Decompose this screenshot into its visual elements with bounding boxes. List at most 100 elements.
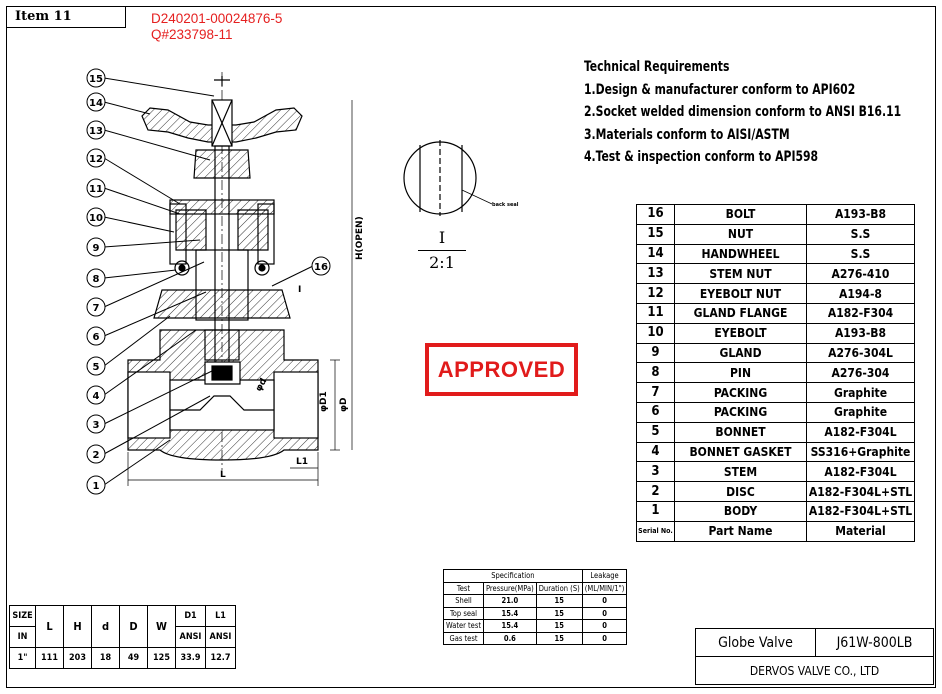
svg-text:7: 7 xyxy=(93,303,100,314)
part-name: EYEBOLT NUT xyxy=(674,283,807,304)
part-material: A182-F304 xyxy=(806,302,915,324)
size-value: 1" xyxy=(9,647,36,669)
part-serial-no: 7 xyxy=(636,382,675,403)
callout-7: 7 xyxy=(86,261,205,317)
col-H: H xyxy=(63,605,92,648)
technical-requirements: Technical Requirements 1.Design & manufa… xyxy=(584,56,901,169)
spec-leakage: 0 xyxy=(581,631,628,645)
part-material: A182-F304L+STL xyxy=(806,500,915,522)
part-material: A193-B8 xyxy=(806,322,915,344)
part-name: PACKING xyxy=(674,401,807,423)
spec-pressure: 0.6 xyxy=(483,631,537,645)
part-serial-no: 4 xyxy=(636,441,675,463)
svg-text:8: 8 xyxy=(93,274,100,285)
valve-type: Globe Valve xyxy=(695,628,816,657)
spec-leakage: 0 xyxy=(581,594,628,608)
part-material: A193-B8 xyxy=(806,204,915,225)
part-material: A194-8 xyxy=(806,283,915,304)
callout-6: 6 xyxy=(86,291,207,346)
spec-duration: 15 xyxy=(535,606,583,620)
spec-duration: 15 xyxy=(535,631,583,645)
spec-test: Top seal xyxy=(443,606,484,620)
svg-text:1: 1 xyxy=(93,481,100,492)
col-D: D xyxy=(119,605,148,648)
tech-item: 3.Materials conform to AISI/ASTM xyxy=(584,126,790,143)
part-serial-no: 6 xyxy=(636,401,675,423)
part-name: EYEBOLT xyxy=(674,322,807,344)
col-material: Material xyxy=(806,520,915,542)
col-L1: L1 xyxy=(205,605,236,627)
part-name: BOLT xyxy=(674,204,807,225)
part-name: NUT xyxy=(674,223,807,245)
quote-number: Q#233798-11 xyxy=(151,27,233,42)
detail-scale: 2:1 xyxy=(429,253,455,272)
spec-col-leakage: (ML/MIN/1") xyxy=(581,581,628,595)
dim-D1: φD1 xyxy=(319,391,329,412)
title-block: Globe Valve J61W-800LB DERVOS VALVE CO.,… xyxy=(695,628,934,685)
col-D1: D1 xyxy=(175,605,206,627)
item-label: Item 11 xyxy=(6,6,126,28)
part-material: Graphite xyxy=(806,401,915,423)
col-W: W xyxy=(147,605,176,648)
col-L: L xyxy=(35,605,64,648)
dim-H: H(OPEN) xyxy=(355,216,365,260)
callout-16: 16 xyxy=(271,256,331,287)
callout-1: 1 xyxy=(86,439,171,495)
callout-9: 9 xyxy=(86,237,201,257)
leakage-title: Leakage xyxy=(581,569,628,583)
part-material: A182-F304L xyxy=(806,461,915,483)
dim-I: I xyxy=(298,285,301,295)
dim-L1: L1 xyxy=(296,457,308,467)
D1-value: 33.9 xyxy=(175,647,206,669)
part-material: S.S xyxy=(806,243,915,265)
spec-pressure: 15.4 xyxy=(483,606,537,620)
svg-text:16: 16 xyxy=(314,262,328,273)
callout-8: 8 xyxy=(86,268,177,288)
d-value: 18 xyxy=(91,647,120,669)
part-serial-no: 10 xyxy=(636,322,675,344)
part-name: DISC xyxy=(674,481,807,502)
svg-text:14: 14 xyxy=(89,98,103,109)
col-d: d xyxy=(91,605,120,648)
svg-text:10: 10 xyxy=(89,213,103,224)
svg-text:15: 15 xyxy=(89,74,103,85)
callout-11: 11 xyxy=(86,178,181,215)
company-name: DERVOS VALVE CO., LTD xyxy=(695,656,934,685)
size-label: SIZE xyxy=(9,605,36,627)
part-material: A276-304L xyxy=(806,342,915,364)
spec-test: Shell xyxy=(443,594,484,608)
detail-mark: I xyxy=(438,228,446,247)
tech-item: 4.Test & inspection conform to API598 xyxy=(584,149,819,165)
H-value: 203 xyxy=(63,647,92,669)
part-name: BODY xyxy=(674,500,807,522)
spec-leakage: 0 xyxy=(581,606,628,620)
spec-duration: 15 xyxy=(535,594,583,608)
spec-title: Specification xyxy=(443,569,583,583)
tech-item: 1.Design & manufacturer conform to API60… xyxy=(584,81,856,98)
spec-pressure: 21.0 xyxy=(483,594,537,608)
dim-D: φD xyxy=(339,397,349,412)
spec-test: Gas test xyxy=(443,631,484,645)
ansi-label: ANSI xyxy=(175,626,206,648)
col-part-name: Part Name xyxy=(674,520,807,542)
reference-numbers: D240201-00024876-5 Q#233798-11 xyxy=(151,11,282,43)
part-serial-no: 9 xyxy=(636,342,675,364)
spec-col-test: Test xyxy=(443,581,484,595)
callout-2: 2 xyxy=(86,395,211,464)
part-material: A276-410 xyxy=(806,263,915,285)
part-material: Graphite xyxy=(806,382,915,403)
part-name: HANDWHEEL xyxy=(674,243,807,265)
part-serial-no: 15 xyxy=(636,223,675,245)
part-material: A276-304 xyxy=(806,362,915,384)
part-name: PIN xyxy=(674,362,807,384)
